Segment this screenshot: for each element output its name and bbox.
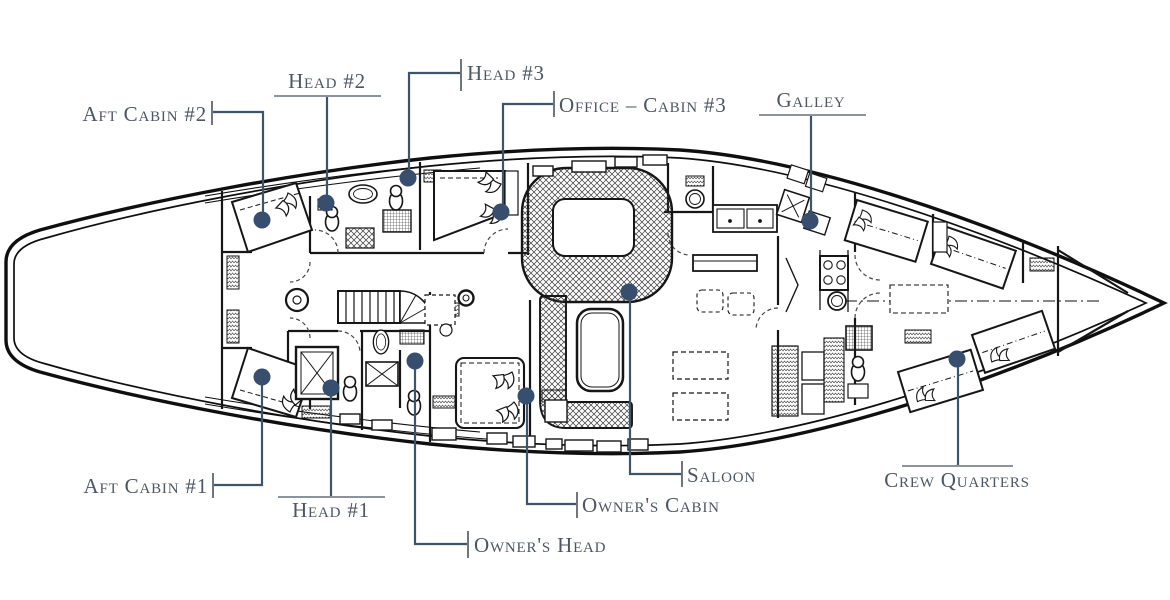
aft-cabin-2-berth [230, 181, 314, 254]
callout-head-2-dot [317, 194, 335, 212]
callout-owners-cabin-leader [525, 404, 576, 506]
deck-hatches [339, 154, 668, 453]
callout-head-1-label: Head #1 [292, 498, 370, 522]
entry-vestibule [685, 175, 705, 209]
dinette-settee [520, 166, 674, 304]
callout-head-1-dot [322, 379, 340, 397]
crew-bunk-1 [843, 198, 930, 264]
callout-aft-cabin-2-label: Aft Cabin #2 [83, 102, 207, 126]
crew-head-pantry [771, 325, 873, 417]
callout-aft-cabin-1-leader [214, 385, 264, 487]
callout-aft-cabin-1-label: Aft Cabin #1 [84, 474, 208, 498]
crew-bunk-4 [970, 309, 1057, 375]
owners-head-room [365, 329, 425, 416]
callout-saloon-dot [620, 283, 638, 301]
callout-crew-quarters-label: Crew Quarters [884, 468, 1030, 492]
galley-room [712, 164, 849, 312]
callout-aft-cabin-2-leader [213, 110, 265, 213]
callout-head-3-dot [399, 169, 417, 187]
callout-owners-head-label: Owner's Head [474, 533, 606, 557]
callout-galley-label: Galley [776, 88, 845, 112]
galley-stove [819, 255, 849, 291]
callout-head-2-label: Head #2 [288, 69, 366, 93]
callout-owners-head-dot [406, 352, 424, 370]
owners-cabin-room [424, 294, 568, 430]
callout-office-cabin-3-label: Office – Cabin #3 [559, 93, 727, 117]
callout-crew-quarters-dot [948, 350, 966, 368]
callout-saloon-leader [628, 300, 681, 476]
callout-head-3-leader [407, 71, 460, 170]
callout-head-3-label: Head #3 [467, 61, 545, 85]
callout-galley-dot [801, 212, 819, 230]
callout-owners-head-leader [413, 369, 467, 546]
office-cabin-3-room [433, 167, 519, 242]
saloon-room [539, 254, 799, 429]
aft-cabins [226, 181, 314, 419]
callout-aft-cabin-2-dot [253, 211, 271, 229]
callout-office-cabin-3-leader [501, 102, 553, 204]
callout-saloon-label: Saloon [687, 463, 756, 487]
callouts: Aft Cabin #2 Head #2 Head #3 Office – Cabin… [83, 59, 1030, 558]
crew-quarters-room [843, 198, 1057, 414]
callout-office-cabin-3-dot [492, 203, 510, 221]
callout-aft-cabin-1-dot [253, 368, 271, 386]
callout-owners-cabin-dot [517, 387, 535, 405]
callout-owners-cabin-label: Owner's Cabin [582, 493, 720, 517]
sideboard [692, 254, 758, 272]
companionway-stairs [337, 289, 475, 324]
